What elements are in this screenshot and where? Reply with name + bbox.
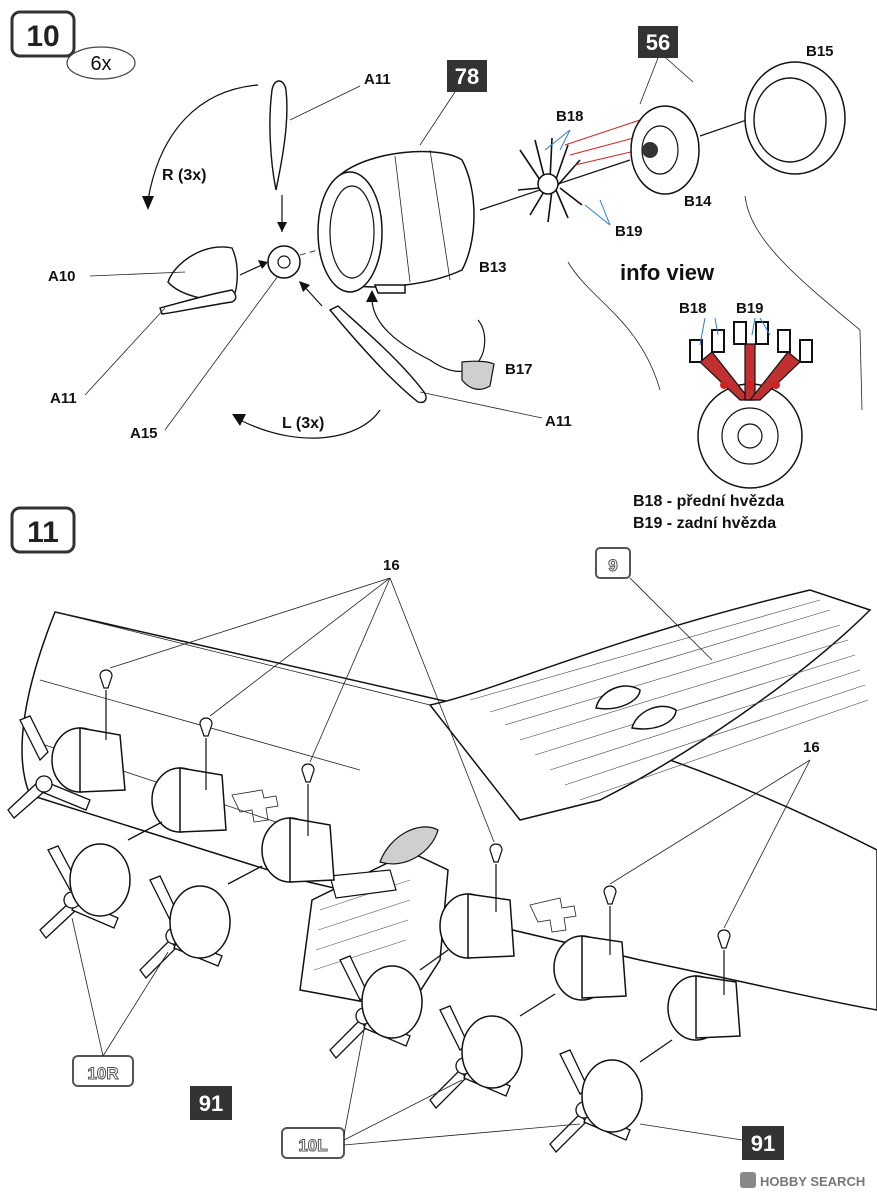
label-a15: A15 <box>130 425 158 442</box>
ref-56-text: 56 <box>646 30 670 55</box>
info-view-title: info view <box>620 260 715 285</box>
ref-56-box: 56 <box>638 26 678 58</box>
watermark: HOBBY SEARCH <box>740 1172 865 1189</box>
part-b17 <box>461 360 495 390</box>
blade-right <box>328 305 427 404</box>
ref-9-box: 9 <box>595 547 631 579</box>
label-b19: B19 <box>615 223 643 240</box>
ref-91-left-box: 91 <box>190 1086 232 1120</box>
ref-78-text: 78 <box>455 64 479 89</box>
cowling-b15 <box>744 61 846 175</box>
label-b15: B15 <box>806 43 834 60</box>
info-label-b19: B19 <box>736 300 764 317</box>
label-a11-left: A11 <box>50 390 77 407</box>
callout-16-right: 16 <box>803 739 820 756</box>
watermark-text: HOBBY SEARCH <box>760 1174 865 1189</box>
label-b13: B13 <box>479 259 507 276</box>
multiplier-oval: 6x <box>66 46 136 80</box>
exhaust-pins <box>99 669 731 949</box>
label-a10: A10 <box>48 268 76 285</box>
cylinders-b18-b19 <box>517 137 583 223</box>
step-11-badge: 11 <box>10 506 76 554</box>
ref-10l-text: 10L <box>298 1136 327 1155</box>
ref-91-right-text: 91 <box>751 1131 775 1156</box>
info-view-diagram <box>689 321 813 489</box>
ref-10r-text: 10R <box>87 1064 118 1083</box>
blade-top <box>269 80 288 191</box>
label-a11-right: A11 <box>545 413 572 430</box>
nacelle-b13 <box>317 149 475 294</box>
spinner-a10 <box>167 246 238 302</box>
wing-assembly <box>21 589 877 1011</box>
ref-91-left-text: 91 <box>199 1091 223 1116</box>
step-11-number: 11 <box>27 516 59 549</box>
label-b14: B14 <box>684 193 712 210</box>
engine-b14 <box>630 105 700 195</box>
multiplier-text: 6x <box>90 53 111 75</box>
label-r-rotation: R (3x) <box>162 167 206 184</box>
ref-78-box: 78 <box>447 60 487 92</box>
label-a11-top: A11 <box>364 71 391 88</box>
info-label-b18: B18 <box>679 300 707 317</box>
label-l-rotation: L (3x) <box>282 415 324 432</box>
caption-b19: B19 - zadní hvězda <box>633 515 776 532</box>
step-10-number: 10 <box>26 20 59 53</box>
callout-16-top: 16 <box>383 557 400 574</box>
blade-left <box>159 289 237 315</box>
lower-propellers <box>7 715 673 1153</box>
ref-10r-box: 10R <box>72 1055 134 1087</box>
ref-91-right-box: 91 <box>742 1126 784 1160</box>
propeller-assembly <box>142 80 427 439</box>
caption-b18: B18 - přední hvězda <box>633 493 784 510</box>
label-b17: B17 <box>505 361 533 378</box>
ref-10l-box: 10L <box>281 1127 345 1159</box>
upper-nacelles <box>51 727 741 1041</box>
step-10-badge: 10 <box>10 10 76 58</box>
label-b18: B18 <box>556 108 584 125</box>
ref-9-text: 9 <box>608 556 617 575</box>
